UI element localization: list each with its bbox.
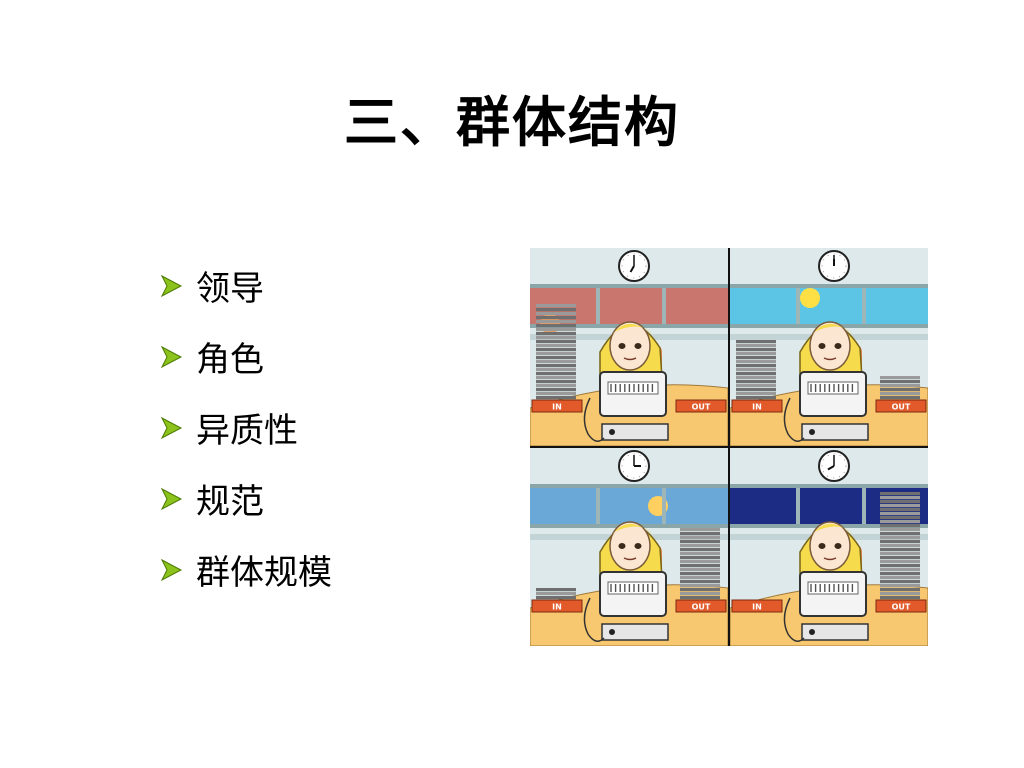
- illustration-panel: IN OUT: [730, 248, 928, 446]
- mouse-cable: [783, 397, 805, 442]
- eye: [834, 343, 842, 349]
- in-tray: [531, 599, 583, 613]
- eye: [818, 543, 826, 549]
- bullet-list: 领导 角色 异质性 规范 群体规模: [158, 250, 332, 605]
- illustration-panel: IN OUT: [530, 448, 728, 646]
- bullet-item: 异质性: [158, 392, 332, 463]
- window: [730, 288, 928, 324]
- eye: [818, 343, 826, 349]
- mouth: [623, 557, 637, 561]
- computer-base: [601, 623, 669, 641]
- bullet-item: 群体规模: [158, 534, 332, 605]
- bullet-item: 角色: [158, 321, 332, 392]
- bullet-item: 规范: [158, 463, 332, 534]
- face: [809, 321, 851, 371]
- computer-base: [801, 423, 869, 441]
- mouth: [823, 357, 837, 361]
- in-tray: [731, 399, 783, 413]
- out-tray: [675, 399, 727, 413]
- slide-title: 三、群体结构: [344, 91, 680, 154]
- out-tray: [675, 599, 727, 613]
- eye: [618, 343, 626, 349]
- in-tray: [731, 599, 783, 613]
- computer-base: [601, 423, 669, 441]
- in-label: IN: [752, 403, 762, 412]
- window: [530, 488, 728, 524]
- office-day-illustration: IN OUT IN OUT IN OUT IN OUT: [530, 248, 928, 646]
- mouse-cable: [583, 597, 605, 642]
- illustration-panel: IN OUT: [730, 448, 928, 646]
- bullet-text: 领导: [196, 269, 264, 309]
- panel-divider: [530, 446, 928, 448]
- face: [609, 521, 651, 571]
- face: [809, 521, 851, 571]
- out-label: OUT: [692, 403, 711, 412]
- in-label: IN: [752, 603, 762, 612]
- mouth: [623, 357, 637, 361]
- in-label: IN: [552, 603, 562, 612]
- face: [609, 321, 651, 371]
- out-label: OUT: [692, 603, 711, 612]
- computer-base: [801, 623, 869, 641]
- in-tray: [531, 399, 583, 413]
- eye: [834, 543, 842, 549]
- out-tray: [875, 599, 927, 613]
- bullet-text: 异质性: [196, 411, 298, 451]
- in-label: IN: [552, 403, 562, 412]
- mouth: [823, 557, 837, 561]
- sun: [800, 288, 820, 308]
- eye: [634, 343, 642, 349]
- bullet-text: 规范: [196, 482, 264, 522]
- arrow-bullet-icon: [160, 558, 183, 581]
- bullet-text: 角色: [196, 340, 264, 380]
- mouse-cable: [783, 597, 805, 642]
- bullet-item: 领导: [158, 250, 332, 321]
- arrow-bullet-icon: [160, 416, 183, 439]
- out-label: OUT: [892, 603, 911, 612]
- arrow-bullet-icon: [160, 274, 183, 297]
- out-tray: [875, 399, 927, 413]
- eye: [634, 543, 642, 549]
- mouse-cable: [583, 397, 605, 442]
- arrow-bullet-icon: [160, 345, 183, 368]
- eye: [618, 543, 626, 549]
- bullet-text: 群体规模: [196, 553, 332, 593]
- illustration-panel: IN OUT: [530, 248, 728, 446]
- out-label: OUT: [892, 403, 911, 412]
- arrow-bullet-icon: [160, 487, 183, 510]
